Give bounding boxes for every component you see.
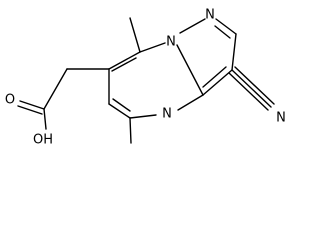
bond-c-o-double-1 <box>19 100 45 110</box>
bond-c3-c3a <box>202 69 233 96</box>
bond-c7-c6-inner <box>111 57 137 72</box>
bond-n8-c7 <box>139 42 166 53</box>
bond-nitrile-3 <box>228 72 269 111</box>
bond-n4-c3a <box>177 94 204 111</box>
bond-c3a-n8 <box>176 44 204 96</box>
bond-methyl-bottom <box>129 117 132 144</box>
bond-n1-c2-inner <box>214 25 231 39</box>
atom-n-bridge: N <box>166 35 176 50</box>
bond-nitrile-1 <box>231 69 272 108</box>
bond-c-o-double-2 <box>17 105 43 115</box>
bond-c-oh <box>43 108 47 130</box>
bond-c4-n4 <box>129 114 157 119</box>
bond-c5-c4-inner <box>112 98 131 112</box>
atom-n-nitrile: N <box>276 111 286 126</box>
atom-n-pyrazole: N <box>205 8 215 23</box>
bond-methyl-top <box>129 17 141 53</box>
bond-n1-c2 <box>215 18 237 35</box>
atom-o-carbonyl: O <box>5 93 15 108</box>
atom-n-pyrimidine: N <box>162 107 172 122</box>
atom-oh-hydroxyl: OH <box>33 133 53 148</box>
chemical-structure-diagram: N N N N O OH <box>5 8 286 148</box>
bond-c7-c6 <box>108 51 141 70</box>
bond-c3-c3a-inner <box>202 66 227 88</box>
bond-c2-c3 <box>231 33 237 71</box>
bonds <box>17 17 275 144</box>
bond-n8-n1 <box>179 18 206 34</box>
bond-nitrile-2 <box>234 66 275 105</box>
bond-ch2-cooh <box>43 68 68 110</box>
bond-c5-c4 <box>108 103 131 119</box>
atom-labels: N N N N O OH <box>5 8 286 148</box>
